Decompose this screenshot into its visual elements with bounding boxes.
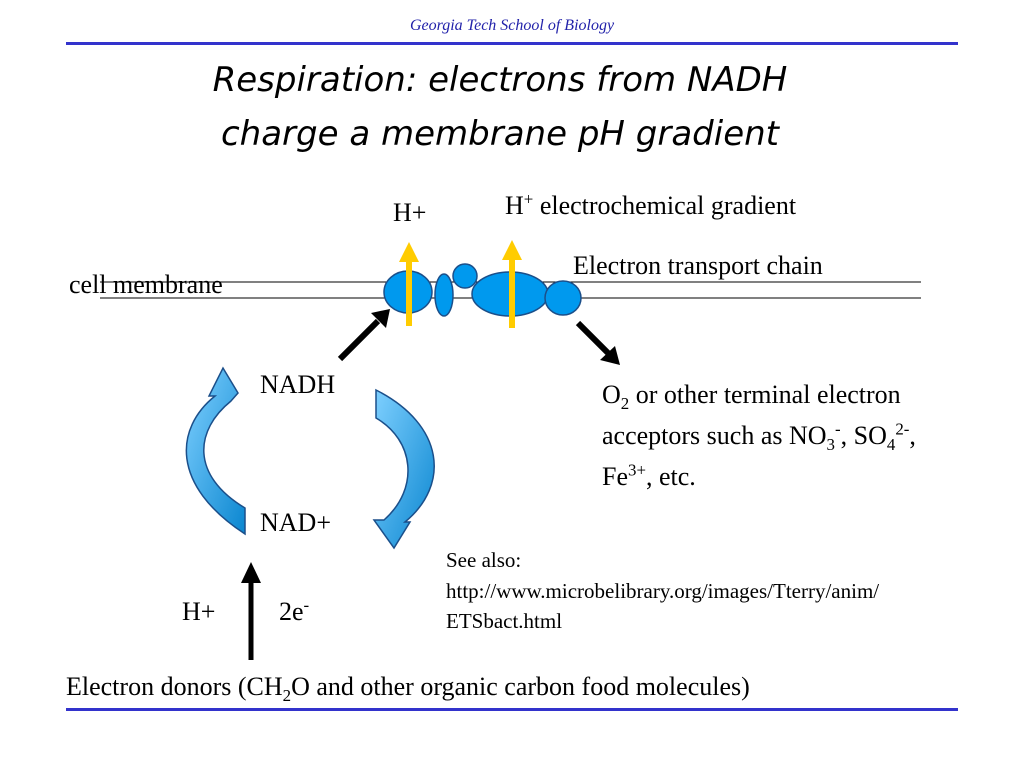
cycle-arrow-right — [372, 388, 435, 550]
no3-sup: - — [834, 419, 841, 439]
nadh-to-etc-arrow — [337, 309, 390, 362]
no3-sub: 3 — [826, 435, 835, 455]
etc-protein-3 — [452, 263, 478, 289]
see-also-url-line-1[interactable]: http://www.microbelibrary.org/images/Tte… — [446, 579, 880, 603]
donors-prefix: Electron donors (CH — [66, 672, 283, 701]
acceptors-line-2: acceptors such as NO3-, SO42-, — [602, 419, 916, 455]
gradient-ion: H — [505, 191, 524, 220]
donor-proton-label: H+ — [182, 597, 216, 626]
see-also-label: See also: — [446, 548, 522, 572]
etc-protein-5 — [544, 280, 582, 316]
o2-base: O — [602, 380, 621, 409]
donors-suffix: O and other organic carbon food molecule… — [291, 672, 750, 701]
donor-up-arrow — [241, 562, 261, 660]
acceptors-line-1-rest: or other terminal electron — [629, 380, 901, 409]
acceptors-line-1: O2 or other terminal electron — [602, 380, 901, 414]
o2-sub: 2 — [620, 394, 630, 414]
fe-sup: 3+ — [628, 460, 646, 480]
proton-pump-arrow-1 — [399, 242, 419, 326]
electrons-sup: - — [303, 595, 310, 615]
etc-protein-2 — [434, 273, 454, 317]
acceptors-comma: , — [909, 421, 916, 450]
electron-donors-label: Electron donors (CH2O and other organic … — [66, 672, 750, 706]
proton-label: H+ — [393, 198, 427, 227]
proton-pump-arrow-2 — [502, 240, 522, 328]
so4-sub: 4 — [886, 435, 896, 455]
cell-membrane-label: cell membrane — [69, 270, 223, 299]
donors-sub: 2 — [282, 686, 292, 706]
so4-sup: 2- — [895, 419, 910, 439]
fe-base: Fe — [602, 462, 628, 491]
acceptors-prefix: acceptors such as NO — [602, 421, 827, 450]
donor-electrons-label: 2e- — [279, 595, 310, 627]
slide-title-line-1: Respiration: electrons from NADH — [212, 60, 788, 100]
cycle-arrow-left — [185, 366, 246, 536]
so4-separator: , SO — [840, 421, 887, 450]
nadh-label: NADH — [260, 370, 336, 399]
gradient-charge: + — [523, 189, 534, 209]
see-also-url-line-2[interactable]: ETSbact.html — [446, 609, 563, 633]
gradient-label: H+ electrochemical gradient — [505, 189, 797, 221]
acceptors-line-3: Fe3+, etc. — [602, 460, 696, 492]
acceptors-etc: , etc. — [645, 462, 696, 491]
header-rule — [66, 42, 958, 45]
footer-rule — [66, 708, 958, 711]
etc-to-acceptor-arrow — [575, 320, 620, 365]
etc-label: Electron transport chain — [573, 251, 823, 280]
electrons-base: 2e — [279, 597, 304, 626]
gradient-text: electrochemical gradient — [539, 191, 797, 220]
slide-title-line-2: charge a membrane pH gradient — [220, 114, 779, 154]
institution-header: Georgia Tech School of Biology — [409, 17, 615, 34]
nad-plus-label: NAD+ — [260, 508, 331, 537]
electron-transport-chain-proteins — [383, 263, 582, 317]
